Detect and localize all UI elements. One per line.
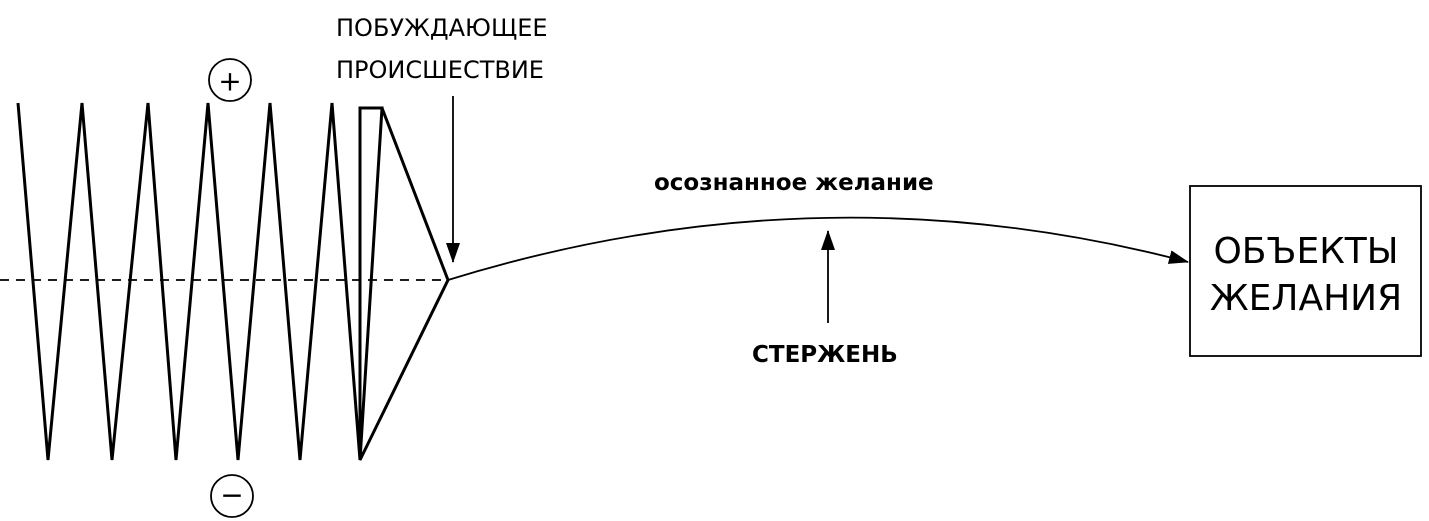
plus-icon: + <box>208 58 252 102</box>
svg-text:ЖЕЛАНИЯ: ЖЕЛАНИЯ <box>1210 278 1402 319</box>
desire-curve <box>447 216 1189 281</box>
inciting-incident-label-line1: ПОБУЖДАЮЩЕЕ <box>336 14 548 42</box>
object-of-desire-box: ОБЪЕКТЫ ЖЕЛАНИЯ <box>1189 185 1422 357</box>
svg-text:ОБЪЕКТЫ: ОБЪЕКТЫ <box>1213 231 1398 272</box>
minus-icon: − <box>210 474 254 518</box>
zigzag-line <box>16 102 450 461</box>
conscious-desire-label: осознанное желание <box>654 170 934 196</box>
inciting-incident-label-line2: ПРОИСШЕСТВИЕ <box>336 56 544 84</box>
svg-text:+: + <box>218 65 241 98</box>
svg-text:−: − <box>220 479 243 512</box>
spine-label: СТЕРЖЕНЬ <box>752 342 898 368</box>
